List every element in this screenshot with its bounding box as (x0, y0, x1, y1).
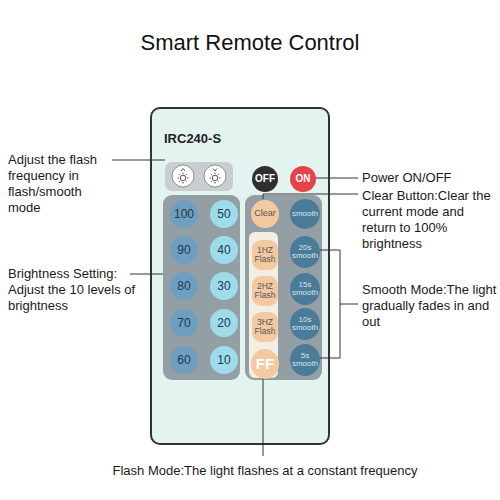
remote-button: 40 (210, 236, 238, 264)
callout-text: Clear Button:Clear the current mode and … (362, 188, 497, 252)
model-label: IRC240-S (164, 131, 221, 146)
remote-button: 3HZ Flash (252, 312, 278, 342)
button-label: 40 (217, 244, 230, 257)
remote-button: Clear (251, 200, 279, 228)
remote-button: 10s smooth (290, 308, 320, 340)
button-label: 3HZ Flash (252, 318, 278, 336)
remote-button: 1HZ Flash (252, 240, 278, 270)
remote-button: 5s smooth (290, 344, 320, 376)
speed-button (172, 165, 194, 187)
button-label: 15s smooth (290, 281, 320, 298)
leader-line (314, 178, 358, 179)
button-label: FF (256, 356, 274, 372)
button-label: 20 (217, 317, 230, 330)
button-label: 2HZ Flash (252, 282, 278, 300)
brightness-panel (163, 195, 240, 380)
button-label: 60 (177, 354, 190, 367)
remote-button: 60 (170, 346, 198, 374)
button-label: 20s smooth (290, 244, 320, 261)
callout-text: Brightness Setting: Adjust the 10 levels… (8, 266, 148, 314)
button-label: OFF (255, 174, 275, 185)
callout-text: Power ON/OFF (362, 170, 497, 186)
flash-strip (249, 232, 278, 378)
button-label: 10s smooth (290, 316, 320, 333)
remote-button: 20s smooth (290, 236, 320, 268)
button-label: 80 (177, 280, 190, 293)
button-label: 1HZ Flash (252, 246, 278, 264)
remote-button: 80 (170, 272, 198, 300)
sun-icon (178, 169, 189, 184)
callout-text: Flash Mode:The light flashes at a consta… (40, 463, 490, 479)
button-label: 30 (217, 280, 230, 293)
button-label: 100 (174, 208, 194, 221)
remote-button: 2HZ Flash (252, 276, 278, 306)
mode-panel (245, 195, 322, 380)
remote-button: 30 (210, 272, 238, 300)
button-label: 10 (217, 354, 230, 367)
button-label: smooth (292, 210, 318, 218)
leader-line (130, 274, 163, 275)
remote-button: ON (290, 166, 316, 192)
sun-icon (210, 169, 221, 184)
callout-text: Adjust the flash frequency in flash/smoo… (8, 152, 112, 216)
title-text: Smart Remote Control (0, 30, 500, 56)
remote-button: 10 (210, 346, 238, 374)
remote-button: 100 (170, 200, 198, 228)
button-label: 5s smooth (290, 352, 320, 369)
leader-line (263, 378, 264, 456)
button-label: ON (296, 174, 311, 185)
button-label: 50 (217, 208, 230, 221)
remote-button: 20 (210, 309, 238, 337)
remote-button: smooth (290, 199, 320, 229)
button-label: Clear (254, 209, 276, 218)
speed-button (204, 165, 226, 187)
button-label: 70 (177, 317, 190, 330)
callout-text: Smooth Mode:The light gradually fades in… (362, 282, 497, 330)
remote-button: 50 (210, 200, 238, 228)
remote-button: 90 (170, 236, 198, 264)
remote-button: 15s smooth (290, 273, 320, 305)
remote-button: OFF (252, 166, 278, 192)
remote-button: FF (251, 349, 279, 379)
icon-panel (165, 162, 233, 191)
remote-button: 70 (170, 309, 198, 337)
button-label: 90 (177, 244, 190, 257)
leader-line (112, 160, 165, 161)
